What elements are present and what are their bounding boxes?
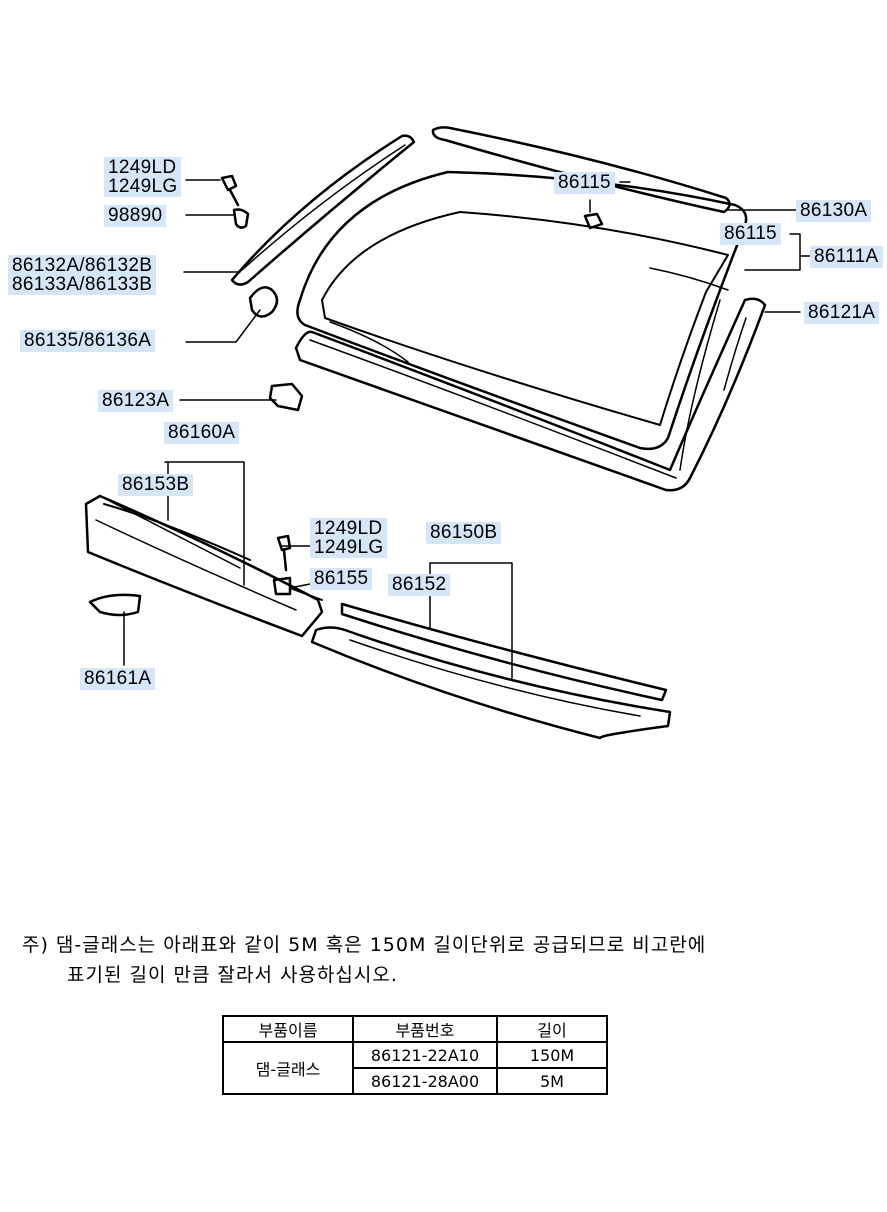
callout-86121a: 86121A bbox=[804, 302, 880, 324]
callout-86115-top: 86115 bbox=[554, 172, 615, 194]
dam-glass bbox=[294, 297, 767, 492]
callout-text: 1249LG bbox=[314, 537, 384, 558]
callout-86153b: 86153B bbox=[118, 474, 194, 496]
clip-86155 bbox=[272, 576, 292, 596]
table-cell-part-name: 댐-글래스 bbox=[222, 1041, 354, 1095]
table-header: 길이 bbox=[496, 1015, 608, 1043]
top-molding bbox=[431, 126, 731, 214]
callout-text: 1249LG bbox=[108, 176, 178, 197]
callout-86161a: 86161A bbox=[80, 668, 156, 690]
windshield-parts-diagram bbox=[84, 126, 816, 740]
callout-86111a: 86111A bbox=[810, 246, 883, 268]
bracket-86123a bbox=[268, 382, 304, 412]
callout-text: 1249LD bbox=[314, 518, 383, 539]
callout-text: 1249LD bbox=[108, 157, 177, 178]
table-row: 댐-글래스 86121-22A10 150M bbox=[222, 1041, 608, 1095]
clip-86115 bbox=[583, 212, 604, 230]
fastener-98890 bbox=[232, 208, 250, 229]
note-line-1: 주) 댐-글래스는 아래표와 같이 5M 혹은 150M 길이단위로 공급되므로… bbox=[22, 934, 707, 956]
callout-text: 86132A/86132B bbox=[12, 255, 153, 276]
table-cell-length: 150M bbox=[496, 1041, 608, 1069]
callout-text: 86133A/86133B bbox=[12, 274, 153, 295]
table-cell-length: 5M bbox=[496, 1067, 608, 1095]
cowl-strip-right bbox=[340, 602, 668, 702]
callout-86135: 86135/86136A bbox=[20, 330, 156, 352]
callout-86152: 86152 bbox=[388, 574, 451, 596]
bracket-86161a bbox=[88, 593, 142, 617]
cowl-right bbox=[310, 626, 672, 740]
cowl-strip-left bbox=[103, 503, 251, 561]
table-header-row: 부품이름 부품번호 길이 bbox=[222, 1015, 608, 1043]
table-header: 부품이름 bbox=[222, 1015, 354, 1043]
table-cell-part-no: 86121-28A00 bbox=[352, 1067, 498, 1095]
callout-86155: 86155 bbox=[310, 568, 373, 590]
callout-86115-right: 86115 bbox=[720, 223, 781, 245]
table-cell-part-no: 86121-22A10 bbox=[352, 1041, 498, 1069]
callout-86123a: 86123A bbox=[98, 390, 174, 412]
side-molding bbox=[230, 134, 416, 286]
length-table: 부품이름 부품번호 길이 댐-글래스 86121-22A10 150M 8612… bbox=[222, 1015, 608, 1095]
screw-1249-mid bbox=[276, 534, 292, 572]
table-header: 부품번호 bbox=[352, 1015, 498, 1043]
callout-86160a: 86160A bbox=[164, 422, 240, 444]
screw-1249 bbox=[220, 174, 240, 207]
windshield-glass bbox=[296, 170, 748, 451]
callout-86150b: 86150B bbox=[426, 522, 502, 544]
seal-86135 bbox=[248, 286, 279, 318]
callout-98890: 98890 bbox=[104, 205, 167, 227]
note-text: 주) 댐-글래스는 아래표와 같이 5M 혹은 150M 길이단위로 공급되므로… bbox=[22, 930, 706, 990]
table-row: 86121-28A00 5M bbox=[223, 1067, 608, 1095]
note-line-2: 표기된 길이 만큼 잘라서 사용하십시오. bbox=[67, 964, 398, 986]
callout-86130a: 86130A bbox=[796, 200, 872, 222]
